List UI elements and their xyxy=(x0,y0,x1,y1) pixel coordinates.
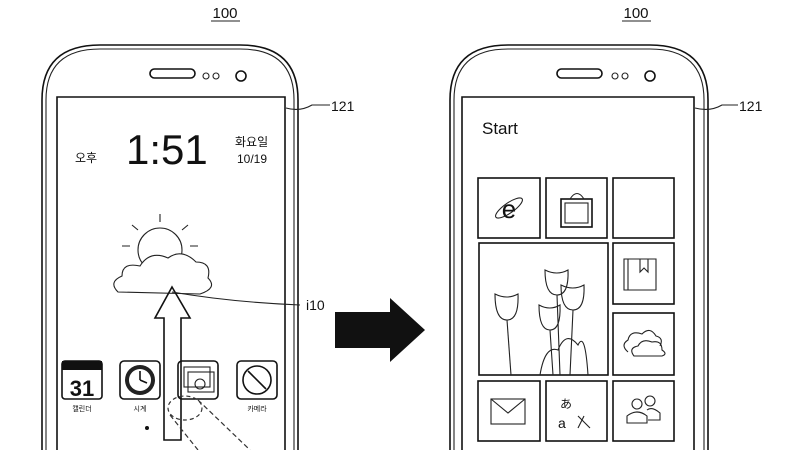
speaker-grill xyxy=(556,68,603,79)
leader-line xyxy=(285,104,330,111)
page-indicator xyxy=(145,426,149,430)
speaker-grill xyxy=(149,68,196,79)
weekday: 화요일 xyxy=(235,135,268,149)
ampm: 오후 xyxy=(75,151,97,165)
tile-translate[interactable]: あ a xyxy=(545,380,608,442)
browser-icon: e xyxy=(502,194,516,224)
tile-people[interactable] xyxy=(612,380,675,442)
calendar-number: 31 xyxy=(70,376,94,401)
device-ref-right: 100 xyxy=(623,5,648,22)
swipe-up-arrow xyxy=(153,285,192,441)
front-camera xyxy=(644,70,656,82)
tile-mail[interactable] xyxy=(477,380,541,442)
app-label: 캘린더 xyxy=(72,404,91,413)
app-label: 카메라 xyxy=(247,404,267,413)
leader-line xyxy=(694,104,738,111)
tile-browser[interactable]: e xyxy=(477,177,541,239)
screen-left xyxy=(56,96,286,450)
screen-right xyxy=(461,96,695,450)
translate-icon: あ xyxy=(560,397,572,411)
screen-ref-left: 121 xyxy=(331,98,355,114)
app-gallery[interactable] xyxy=(177,360,219,400)
people-icon xyxy=(626,395,661,424)
app-label: 시계 xyxy=(134,404,147,413)
gesture-ref: i10 xyxy=(306,297,325,313)
sensor xyxy=(202,72,210,80)
leader-line xyxy=(171,291,301,306)
phone-left xyxy=(41,44,299,450)
sensor xyxy=(212,72,220,80)
date: 10/19 xyxy=(237,152,267,166)
device-ref-left: 100 xyxy=(212,5,237,22)
transition-arrow xyxy=(335,298,425,362)
mail-icon xyxy=(490,398,526,425)
tulip-photo xyxy=(494,269,589,376)
tile-empty[interactable] xyxy=(612,177,675,239)
camera-icon xyxy=(242,365,272,395)
bookmark-icon xyxy=(623,258,657,291)
tile-bookmark[interactable] xyxy=(612,242,675,305)
finger-gesture xyxy=(167,395,251,450)
tile-cloud[interactable] xyxy=(612,312,675,376)
start-title: Start xyxy=(482,119,518,138)
store-bag-icon xyxy=(560,198,593,228)
app-calendar[interactable]: 31 캘린더 xyxy=(61,360,103,413)
clock-time: 1:51 xyxy=(126,126,208,173)
gallery-icon xyxy=(183,366,211,388)
screen-ref-right: 121 xyxy=(739,98,763,114)
app-clock[interactable]: 시계 xyxy=(119,360,161,413)
cloud-icon xyxy=(623,329,662,353)
svg-text:a: a xyxy=(558,415,566,431)
tile-store[interactable] xyxy=(545,177,608,239)
phone-right xyxy=(449,44,709,450)
sun-behind-cloud-icon xyxy=(113,214,213,295)
front-camera xyxy=(235,70,247,82)
app-camera[interactable]: 카메라 xyxy=(236,360,278,413)
tile-photo[interactable] xyxy=(478,242,609,376)
